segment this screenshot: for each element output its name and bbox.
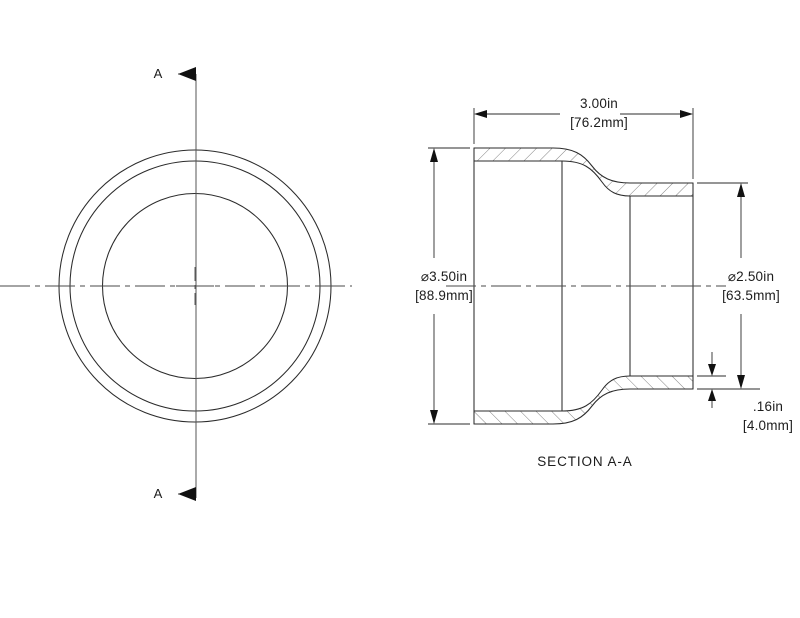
small-dia-arrowhead-bottom bbox=[737, 375, 745, 389]
section-label-top: A bbox=[154, 66, 163, 81]
large-dia-arrowhead-top bbox=[430, 148, 438, 162]
upper-inner-profile bbox=[473, 160, 694, 197]
upper-wall-hatch bbox=[474, 148, 693, 196]
section-label-bottom: A bbox=[154, 486, 163, 501]
small-dia-arrowhead-top bbox=[737, 183, 745, 197]
thickness-value-inch: .16in bbox=[753, 399, 783, 414]
section-view: SECTION A-A bbox=[446, 147, 726, 469]
upper-outer-profile bbox=[473, 147, 694, 184]
section-view-title: SECTION A-A bbox=[537, 454, 632, 469]
length-value-inch: 3.00in bbox=[580, 96, 618, 111]
small-dia-value-mm: [63.5mm] bbox=[722, 288, 780, 303]
lower-wall-hatch bbox=[474, 376, 693, 424]
length-arrowhead-left bbox=[474, 110, 487, 118]
small-dia-value-inch: ⌀2.50in bbox=[728, 269, 774, 284]
dimension-length: 3.00in [76.2mm] bbox=[473, 96, 694, 179]
large-dia-arrowhead-bottom bbox=[430, 410, 438, 424]
large-dia-value-inch: ⌀3.50in bbox=[421, 269, 467, 284]
top-section-arrowhead bbox=[178, 67, 196, 81]
lower-outer-profile bbox=[473, 388, 694, 425]
thickness-arrowhead-upper bbox=[708, 364, 716, 376]
large-dia-value-mm: [88.9mm] bbox=[415, 288, 473, 303]
lower-inner-profile bbox=[473, 375, 694, 412]
thickness-arrowhead-lower bbox=[708, 389, 716, 401]
length-value-mm: [76.2mm] bbox=[570, 115, 628, 130]
dimension-large-diameter: ⌀3.50in [88.9mm] bbox=[415, 147, 473, 425]
thickness-value-mm: [4.0mm] bbox=[743, 418, 793, 433]
dimension-small-diameter: ⌀2.50in [63.5mm] bbox=[697, 182, 780, 390]
dimension-wall-thickness: .16in [4.0mm] bbox=[697, 352, 793, 433]
length-arrowhead-right bbox=[680, 110, 693, 118]
front-view bbox=[0, 149, 352, 423]
section-cut-line: A A bbox=[154, 66, 197, 501]
bottom-section-arrowhead bbox=[178, 487, 196, 501]
